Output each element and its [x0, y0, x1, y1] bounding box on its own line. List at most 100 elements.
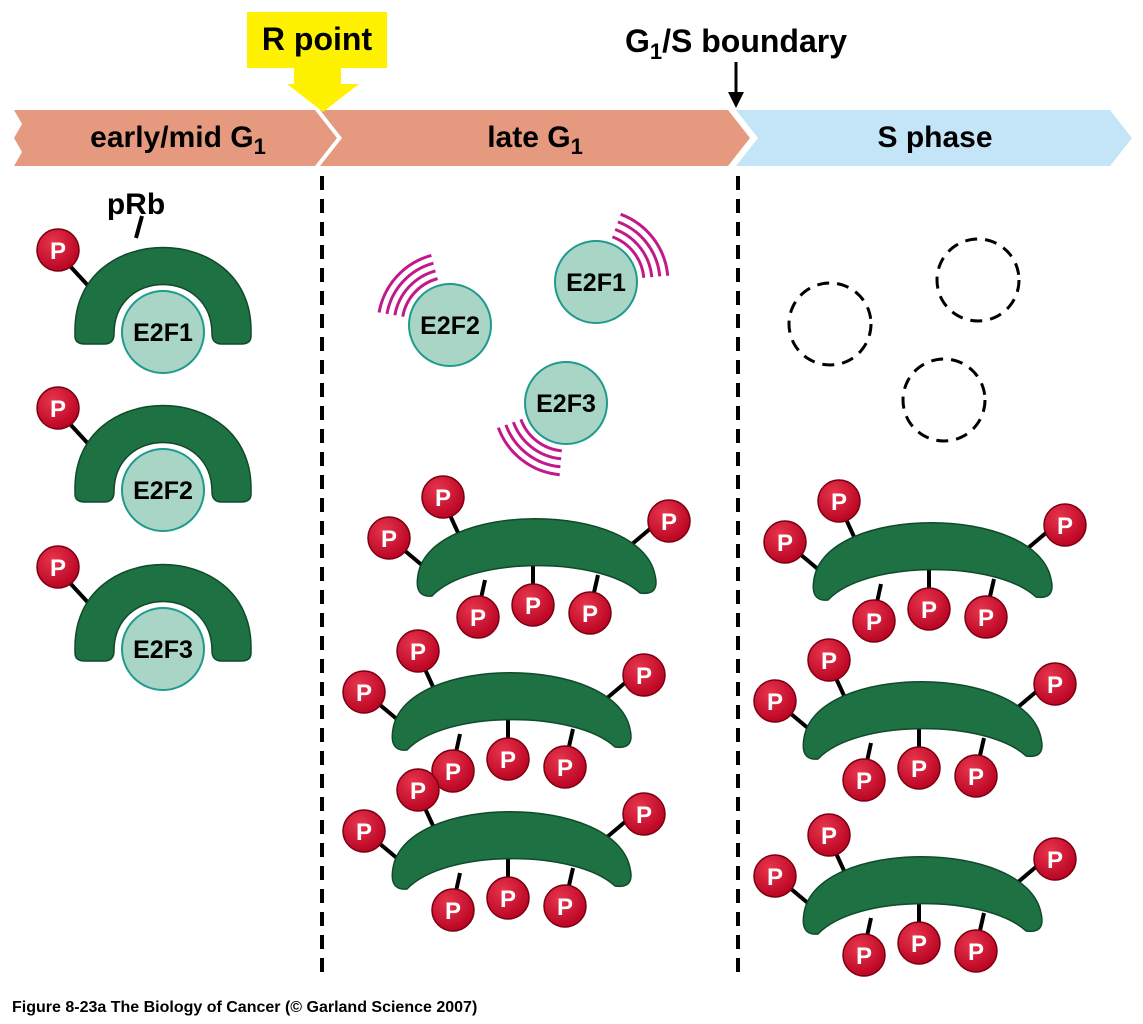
phosphate-site: P	[622, 792, 666, 836]
e2f1-bound: E2F1	[121, 290, 205, 374]
e2f-label: E2F2	[133, 477, 193, 505]
phosphate-label: P	[821, 648, 837, 675]
prb-protein	[391, 672, 632, 751]
phosphate-label: P	[1047, 672, 1063, 699]
e2f-label: E2F1	[133, 319, 193, 347]
phosphate-site: P	[342, 670, 386, 714]
phosphate-site: P	[431, 888, 475, 932]
phosphate-site: P	[456, 595, 500, 639]
prb-protein	[812, 522, 1053, 601]
phosphate-site: P	[1043, 503, 1087, 547]
empty-site-2	[935, 237, 1021, 323]
phosphate-site: P	[907, 587, 951, 631]
phosphate-label: P	[821, 823, 837, 850]
phosphate-label: P	[445, 759, 461, 786]
phosphate-label: P	[500, 886, 516, 913]
phosphate-label: P	[50, 555, 66, 582]
phosphate-label: P	[636, 802, 652, 829]
phosphate-site: P	[647, 499, 691, 543]
s-phase-label: S phase	[877, 121, 992, 154]
e2f-label: E2F2	[420, 312, 480, 340]
phosphate-label: P	[856, 943, 872, 970]
phosphate-label: P	[557, 755, 573, 782]
phosphate-label: P	[866, 609, 882, 636]
phosphate-site: P	[753, 679, 797, 723]
phosphate-label: P	[911, 931, 927, 958]
phosphate-label: P	[435, 485, 451, 512]
prb-e2f-complex-3: E2F3 P	[36, 545, 252, 695]
phosphate-site: P	[431, 749, 475, 793]
s-phase-band	[736, 110, 1132, 166]
phosphate-label: P	[410, 778, 426, 805]
prb-protein	[74, 246, 252, 345]
phosphate-site: P	[622, 653, 666, 697]
phosphate-site: P	[842, 758, 886, 802]
phosphate-label: P	[381, 526, 397, 553]
phosphate-site: P	[396, 768, 440, 812]
cell-cycle-diagram: early/mid G1 late G1 S phase R point G1/…	[14, 12, 1132, 978]
phosphate-label: P	[636, 663, 652, 690]
e2f2-circle: E2F2	[408, 283, 492, 367]
phosphate-site: P	[852, 599, 896, 643]
phosphate-site: P	[817, 479, 861, 523]
empty-site-3	[901, 357, 987, 443]
free-e2f1: E2F1	[554, 212, 670, 324]
figure-caption: Figure 8-23a The Biology of Cancer (© Ga…	[12, 999, 478, 1016]
e2f2-bound: E2F2	[121, 448, 205, 532]
phosphate-label: P	[777, 530, 793, 557]
phosphate-label: P	[968, 764, 984, 791]
phosphate-site: P	[807, 638, 851, 682]
free-e2f2: E2F2	[377, 254, 492, 367]
g1-s-boundary-marker: G1/S boundary	[625, 23, 847, 108]
phosphate-label: P	[831, 489, 847, 516]
phosphate-site: P	[842, 933, 886, 977]
phosphate-site: P	[897, 921, 941, 965]
phosphate-label: P	[557, 894, 573, 921]
hyperphosphorylated-prb-5: P P P P P P	[753, 638, 1077, 802]
phosphate-site: P	[396, 629, 440, 673]
phosphate-site: P	[568, 591, 612, 635]
phosphate-label: P	[525, 593, 541, 620]
phosphate-label: P	[50, 396, 66, 423]
e2f-label: E2F1	[566, 269, 626, 297]
late-g1-label: late G1	[487, 121, 583, 159]
prb-protein	[802, 681, 1043, 760]
phosphate-label: P	[767, 864, 783, 891]
g1-s-boundary-label: G1/S boundary	[625, 23, 847, 64]
prb-label: pRb	[107, 188, 165, 221]
early-mid-g1-band	[14, 110, 337, 166]
phosphate-label: P	[1047, 847, 1063, 874]
phosphate-site: P	[763, 520, 807, 564]
late-g1-band	[320, 110, 750, 166]
prb-protein	[416, 518, 657, 597]
free-e2f3: E2F3	[496, 361, 608, 477]
phosphate-site: P	[954, 754, 998, 798]
phosphate-label: P	[911, 756, 927, 783]
phosphate-label: P	[356, 680, 372, 707]
e2f-label: E2F3	[133, 636, 193, 664]
phosphate-label: P	[978, 605, 994, 632]
e2f3-circle: E2F3	[524, 361, 608, 445]
phosphate-site: P	[1033, 662, 1077, 706]
phosphate-label: P	[856, 768, 872, 795]
phosphate-label: P	[767, 689, 783, 716]
phosphate-site: P	[486, 737, 530, 781]
phosphate-label: P	[582, 601, 598, 628]
phosphate-site: P	[1033, 837, 1077, 881]
phosphate-site: P	[543, 884, 587, 928]
phosphate-label: P	[470, 605, 486, 632]
prb-protein	[391, 811, 632, 890]
e2f3-bound: E2F3	[121, 607, 205, 691]
phosphate-label: P	[500, 747, 516, 774]
phosphate-site: P	[954, 929, 998, 973]
hyperphosphorylated-prb-1: P P P P P P	[367, 475, 691, 639]
phosphate-site: P	[511, 583, 555, 627]
phosphate-label: P	[921, 597, 937, 624]
phosphate-site: P	[753, 854, 797, 898]
